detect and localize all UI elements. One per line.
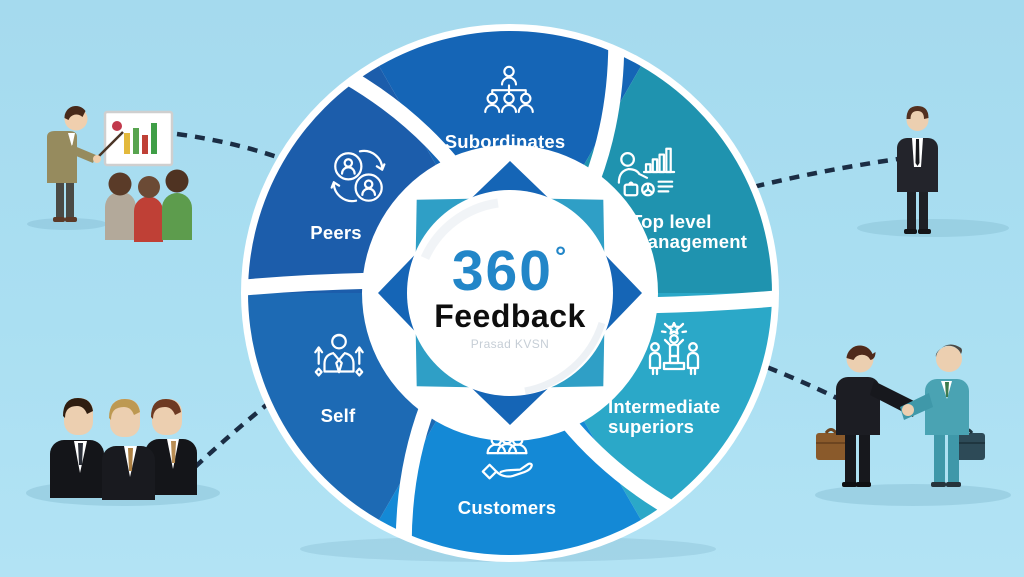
segment-label-self: Self bbox=[320, 405, 356, 426]
watermark-text: Prasad KVSN bbox=[470, 336, 550, 351]
segment-label-subordinates: Subordinates bbox=[444, 131, 566, 152]
businessman-left bbox=[50, 398, 104, 498]
peer-exchange-icon bbox=[330, 149, 386, 203]
self-growth-icon bbox=[314, 333, 364, 377]
segment-label-line: Top level bbox=[631, 211, 712, 232]
segment-label-line: Intermediate bbox=[608, 396, 721, 417]
businessman-right bbox=[145, 399, 197, 495]
degree-symbol: ° bbox=[554, 241, 569, 273]
segment-label-line: superiors bbox=[608, 416, 695, 437]
presenter-figure bbox=[47, 105, 124, 222]
segment-label-intermediate-superiors: Intermediate superiors bbox=[608, 397, 720, 437]
winner-podium-icon bbox=[648, 322, 700, 376]
segment-wedge-intermediate-superiors bbox=[584, 293, 772, 520]
connector-dashed-line-bottom-left bbox=[193, 388, 287, 469]
center-feedback-label: Feedback bbox=[434, 298, 586, 335]
whiteboard bbox=[103, 110, 174, 167]
pointer-stick bbox=[96, 131, 124, 159]
center-circle bbox=[407, 190, 613, 396]
manager-analytics-icon bbox=[617, 147, 676, 197]
org-hierarchy-icon bbox=[484, 65, 534, 114]
audience bbox=[105, 169, 192, 242]
center-highlight-arc bbox=[420, 198, 499, 260]
chart-dot bbox=[112, 121, 122, 131]
segment-label-line: management bbox=[631, 231, 748, 252]
presenter-illustration bbox=[27, 105, 192, 242]
handshake-illustration bbox=[815, 344, 1011, 506]
segment-label-top-level-management: Top level management bbox=[631, 212, 747, 252]
segment-label-customers: Customers bbox=[457, 497, 557, 518]
handshake-hands bbox=[902, 404, 914, 416]
center-360-number: 360° bbox=[395, 243, 625, 300]
presenter-shadow bbox=[27, 218, 107, 230]
businessman-middle bbox=[102, 399, 155, 500]
segment-label-peers: Peers bbox=[310, 222, 362, 243]
handshake-man-right bbox=[900, 344, 969, 487]
segment-wedge-customers bbox=[379, 421, 641, 556]
feedback-wheel bbox=[241, 24, 779, 562]
segment-dividers bbox=[246, 42, 774, 544]
businessman-illustration bbox=[857, 106, 1009, 237]
segment-wedge-peers bbox=[248, 66, 436, 293]
segment-wedge-subordinates bbox=[379, 30, 641, 165]
center-360-value: 360 bbox=[451, 239, 553, 304]
center-shadow-arc bbox=[524, 321, 606, 395]
businessman-shadow bbox=[857, 219, 1009, 237]
handshake-shadow bbox=[815, 484, 1011, 506]
three-businessmen-illustration bbox=[26, 398, 220, 506]
segment-wedge-top-level-management bbox=[584, 66, 772, 293]
briefcase-left bbox=[816, 428, 848, 460]
hand-holding-people-icon bbox=[481, 432, 533, 480]
segment-wedge-self bbox=[248, 293, 436, 520]
center-text-block: 360° Feedback Prasad KVSN bbox=[395, 243, 625, 351]
